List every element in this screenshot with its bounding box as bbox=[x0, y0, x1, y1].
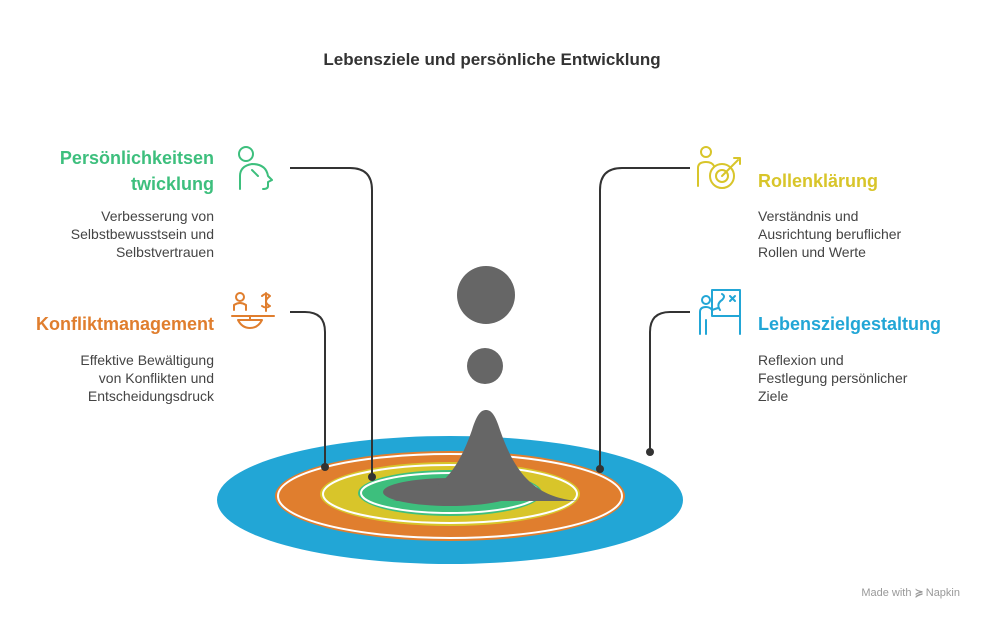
desc-personal-development: Verbesserung von Selbstbewusstsein und S… bbox=[20, 207, 214, 261]
desc-conflict-management: Effektive Bewältigung von Konflikten und… bbox=[20, 351, 214, 405]
connector-dot-blue bbox=[646, 448, 654, 456]
desc-line: Ziele bbox=[758, 388, 789, 404]
connector-dot-green bbox=[368, 473, 376, 481]
droplet-large bbox=[457, 266, 515, 324]
ring-white-2 bbox=[322, 464, 578, 524]
desc-line: von Konflikten und bbox=[98, 370, 214, 386]
desc-line: Effektive Bewältigung bbox=[80, 352, 214, 368]
heading-personal-development: Persönlichkeitsen twicklung bbox=[20, 145, 214, 197]
balance-scale-icon bbox=[231, 292, 275, 329]
heading-line: twicklung bbox=[130, 174, 214, 194]
droplet-small bbox=[467, 348, 503, 384]
presentation-board-icon bbox=[699, 289, 741, 335]
desc-line: Festlegung persönlicher bbox=[758, 370, 908, 386]
heading-life-goal-design: Lebenszielgestaltung bbox=[758, 311, 974, 337]
splash-peak bbox=[392, 410, 578, 501]
desc-line: Verständnis und bbox=[758, 208, 859, 224]
desc-line: Entscheidungsdruck bbox=[87, 388, 214, 404]
desc-line: Rollen und Werte bbox=[758, 244, 866, 260]
desc-line: Selbstbewusstsein und bbox=[70, 226, 214, 242]
connector-dot-yellow bbox=[596, 465, 604, 473]
ring-white-1 bbox=[277, 453, 623, 539]
brand-prefix: Made with bbox=[861, 587, 912, 599]
brand-name: Napkin bbox=[925, 587, 960, 599]
page-title: Lebensziele und persönliche Entwicklung bbox=[323, 50, 661, 69]
heading-line: Lebenszielgestaltung bbox=[758, 314, 942, 334]
napkin-logo-icon: ≽ bbox=[914, 587, 924, 599]
heading-line: Rollenklärung bbox=[758, 171, 879, 191]
desc-line: Reflexion und bbox=[758, 352, 844, 368]
desc-line: Selbstvertrauen bbox=[115, 244, 214, 260]
desc-line: Verbesserung von bbox=[101, 208, 214, 224]
heading-line: Konfliktmanagement bbox=[35, 314, 214, 334]
desc-line: Ausrichtung beruflicher bbox=[758, 226, 902, 242]
target-person-icon bbox=[697, 146, 741, 189]
heading-line: Persönlichkeitsen bbox=[59, 148, 214, 168]
connector-blue bbox=[649, 311, 690, 452]
connector-dot-orange bbox=[321, 463, 329, 471]
heading-conflict-management: Konfliktmanagement bbox=[10, 311, 214, 337]
made-with-napkin-watermark[interactable]: Made with ≽Napkin bbox=[861, 586, 960, 599]
desc-life-goal-design: Reflexion und Festlegung persönlicher Zi… bbox=[758, 351, 968, 405]
desc-role-clarification: Verständnis und Ausrichtung beruflicher … bbox=[758, 207, 968, 261]
person-head-icon bbox=[238, 146, 273, 190]
connector-orange bbox=[290, 311, 326, 467]
heading-role-clarification: Rollenklärung bbox=[758, 168, 968, 194]
connector-yellow bbox=[599, 167, 690, 469]
connector-green bbox=[290, 167, 373, 477]
